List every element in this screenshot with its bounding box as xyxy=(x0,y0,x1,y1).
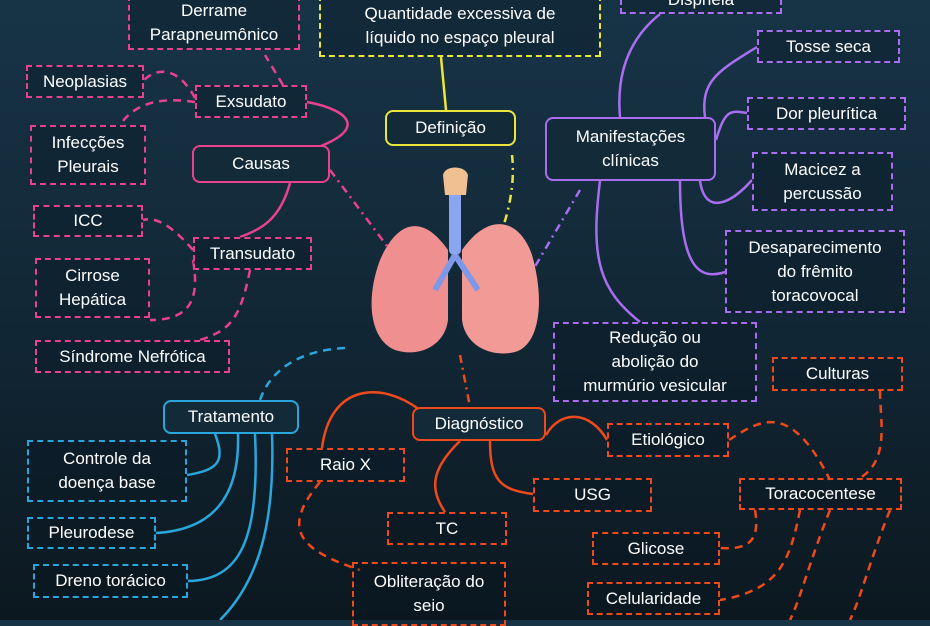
clinical-tosse[interactable]: Tosse seca xyxy=(757,30,900,63)
node-transudato[interactable]: Transudato xyxy=(193,237,312,270)
clinical-fremito[interactable]: Desaparecimento do frêmito toracovocal xyxy=(725,230,905,313)
node-causas[interactable]: Causas xyxy=(192,145,330,183)
definition-text: Quantidade excessiva de líquido no espaç… xyxy=(319,0,601,57)
node-manifestacoes[interactable]: Manifestações clínicas xyxy=(545,117,716,181)
diag-raiox[interactable]: Raio X xyxy=(286,448,405,482)
node-definicao[interactable]: Definição xyxy=(385,110,516,146)
treatment-controle[interactable]: Controle da doença base xyxy=(27,440,187,502)
clinical-macicez[interactable]: Macicez a percussão xyxy=(752,152,893,211)
node-diagnostico[interactable]: Diagnóstico xyxy=(412,407,546,441)
diag-culturas[interactable]: Culturas xyxy=(772,357,903,391)
treatment-pleurodese[interactable]: Pleurodese xyxy=(27,517,156,549)
cause-derrame[interactable]: Derrame Parapneumônico xyxy=(128,0,300,50)
diag-celularidade[interactable]: Celularidade xyxy=(587,582,720,615)
node-tratamento[interactable]: Tratamento xyxy=(163,400,299,434)
clinical-murmurio[interactable]: Redução ou abolição do murmúrio vesicula… xyxy=(553,322,757,402)
treatment-dreno[interactable]: Dreno torácico xyxy=(33,564,188,598)
cause-icc[interactable]: ICC xyxy=(33,205,143,237)
node-exsudato[interactable]: Exsudato xyxy=(195,85,307,118)
cause-cirrose[interactable]: Cirrose Hepática xyxy=(35,258,150,318)
diag-toracocentese[interactable]: Toracocentese xyxy=(739,478,902,510)
cause-neoplasias[interactable]: Neoplasias xyxy=(26,65,144,98)
diag-obliteracao[interactable]: Obliteração do seio xyxy=(352,562,506,626)
diag-glicose[interactable]: Glicose xyxy=(592,532,720,565)
cause-infeccoes[interactable]: Infecções Pleurais xyxy=(30,125,146,185)
diag-tc[interactable]: TC xyxy=(387,512,507,545)
clinical-dor[interactable]: Dor pleurítica xyxy=(747,97,906,130)
clinical-dispneia[interactable]: Dispneia xyxy=(620,0,782,14)
diag-etiologico[interactable]: Etiológico xyxy=(607,423,729,457)
diag-usg[interactable]: USG xyxy=(533,478,652,512)
cause-sindrome-nefrotica[interactable]: Síndrome Nefrótica xyxy=(35,340,230,373)
